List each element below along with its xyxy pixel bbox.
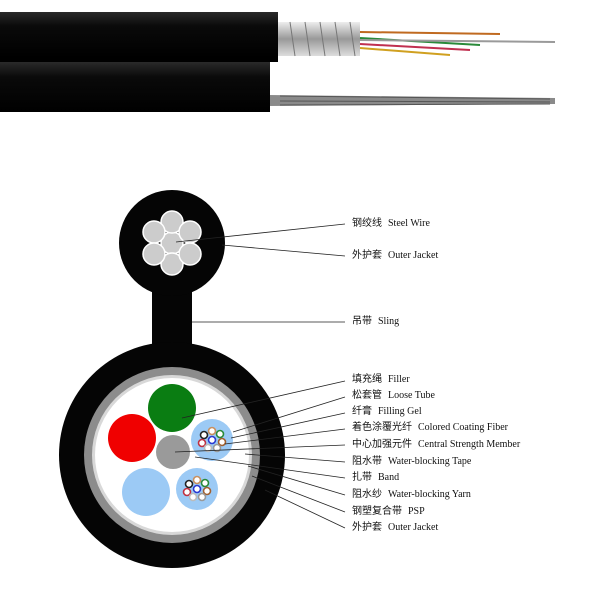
label-en: Band xyxy=(378,472,400,483)
central-strength-member xyxy=(156,435,190,469)
label-colored-fiber: 着色涂覆光纤 Colored Coating Fiber xyxy=(352,422,508,434)
label-cn: 填充绳 xyxy=(352,374,382,385)
label-cn: 吊带 xyxy=(352,316,372,327)
label-en: Sling xyxy=(378,316,400,327)
label-en: PSP xyxy=(408,506,425,517)
label-cn: 阻水带 xyxy=(352,456,382,467)
label-en: Outer Jacket xyxy=(388,522,439,533)
label-outer-jacket: 外护套 Outer Jacket xyxy=(352,522,438,534)
label-cn: 钢塑复合带 xyxy=(352,506,402,517)
leader-lines xyxy=(174,223,346,529)
label-en: Central Strength Member xyxy=(418,439,521,450)
label-en: Filler xyxy=(388,374,410,385)
cable-photo xyxy=(0,12,556,112)
cross-section xyxy=(59,190,285,568)
label-band: 扎带 Band xyxy=(352,472,399,484)
label-outer-jacket-sling: 外护套 Outer Jacket xyxy=(352,250,438,262)
label-en: Water-blocking Yarn xyxy=(388,489,471,500)
label-cn: 纤膏 xyxy=(352,406,372,417)
steel-wire xyxy=(142,210,202,276)
label-cn: 中心加强元件 xyxy=(352,439,412,450)
filler-red xyxy=(108,414,156,462)
label-cn: 外护套 xyxy=(352,522,382,533)
label-psp: 钢塑复合带 PSP xyxy=(352,506,425,518)
label-en: Outer Jacket xyxy=(388,250,439,261)
label-en: Steel Wire xyxy=(388,218,430,229)
label-filler: 填充绳 Filler xyxy=(352,374,410,386)
label-en: Loose Tube xyxy=(388,390,435,401)
label-steel-wire: 钢绞线 Steel Wire xyxy=(352,218,430,230)
label-cn: 着色涂覆光纤 xyxy=(352,422,412,433)
loose-tube xyxy=(176,468,218,510)
label-en: Colored Coating Fiber xyxy=(418,422,508,433)
label-sling: 吊带 Sling xyxy=(352,316,399,328)
label-central-strength-member: 中心加强元件 Central Strength Member xyxy=(352,439,520,451)
filler-blue xyxy=(122,468,170,516)
label-water-blocking-yarn: 阻水纱 Water-blocking Yarn xyxy=(352,489,471,501)
label-en: Water-blocking Tape xyxy=(388,456,472,467)
label-cn: 阻水纱 xyxy=(352,489,382,500)
loose-tube xyxy=(191,419,233,461)
label-water-blocking-tape: 阻水带 Water-blocking Tape xyxy=(352,456,471,468)
label-loose-tube: 松套管 Loose Tube xyxy=(352,390,435,402)
label-filling-gel: 纤膏 Filling Gel xyxy=(352,406,422,418)
label-cn: 扎带 xyxy=(352,472,372,483)
label-cn: 钢绞线 xyxy=(352,218,382,229)
label-en: Filling Gel xyxy=(378,406,422,417)
filler-green xyxy=(148,384,196,432)
label-cn: 外护套 xyxy=(352,250,382,261)
label-cn: 松套管 xyxy=(352,390,382,401)
